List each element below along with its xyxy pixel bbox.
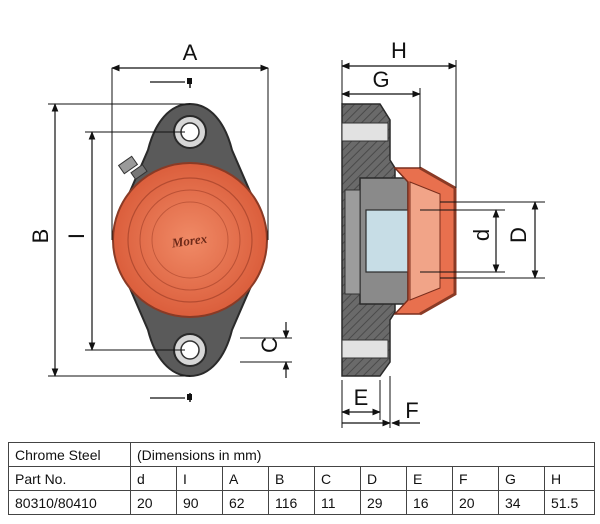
grease-nipple-icon bbox=[117, 155, 148, 180]
value-cell: 11 bbox=[314, 490, 361, 515]
table-row: 80310/80410 20 90 62 116 11 29 16 20 34 … bbox=[8, 490, 596, 515]
value-cell: 80310/80410 bbox=[8, 490, 131, 515]
table-row: Chrome Steel (Dimensions in mm) bbox=[8, 442, 596, 467]
header-cell: D bbox=[360, 466, 407, 491]
value-cell: 51.5 bbox=[543, 490, 596, 515]
value-cell: 29 bbox=[360, 490, 407, 515]
units-note-cell: (Dimensions in mm) bbox=[129, 442, 596, 467]
dim-label-cap-d: D bbox=[506, 227, 531, 243]
value-cell: 16 bbox=[406, 490, 453, 515]
header-cell: A bbox=[222, 466, 269, 491]
value-cell: 62 bbox=[222, 490, 269, 515]
value-cell: 90 bbox=[176, 490, 223, 515]
technical-drawing: Morex A B I C bbox=[28, 38, 545, 428]
dim-label-small-d: d bbox=[469, 229, 494, 241]
front-view: Morex A B I C bbox=[28, 40, 292, 402]
end-cap bbox=[112, 162, 268, 318]
header-cell: C bbox=[314, 466, 361, 491]
dim-label-e: E bbox=[354, 385, 369, 410]
value-cell: 116 bbox=[268, 490, 315, 515]
dim-label-b: B bbox=[28, 229, 53, 244]
header-cell: G bbox=[498, 466, 545, 491]
material-cell: Chrome Steel bbox=[8, 442, 131, 467]
dimension-table: Chrome Steel (Dimensions in mm) Part No.… bbox=[8, 442, 596, 515]
value-cell: 20 bbox=[130, 490, 177, 515]
header-cell: Part No. bbox=[8, 466, 131, 491]
dim-label-c: C bbox=[257, 337, 282, 353]
brand-logo: Morex bbox=[170, 231, 209, 251]
header-cell: H bbox=[543, 466, 596, 491]
dim-label-a: A bbox=[183, 40, 198, 65]
value-cell: 20 bbox=[452, 490, 499, 515]
dim-label-f: F bbox=[405, 398, 418, 423]
dim-label-h: H bbox=[391, 38, 407, 63]
header-cell: B bbox=[268, 466, 315, 491]
table-header-row: Part No. d I A B C D E F G H bbox=[8, 466, 596, 491]
header-cell: d bbox=[130, 466, 177, 491]
header-cell: I bbox=[176, 466, 223, 491]
header-cell: E bbox=[406, 466, 453, 491]
section-view: H G D d E F bbox=[341, 38, 545, 428]
header-cell: F bbox=[452, 466, 499, 491]
dim-label-g: G bbox=[372, 67, 389, 92]
value-cell: 34 bbox=[498, 490, 545, 515]
dim-label-i: I bbox=[64, 233, 89, 239]
